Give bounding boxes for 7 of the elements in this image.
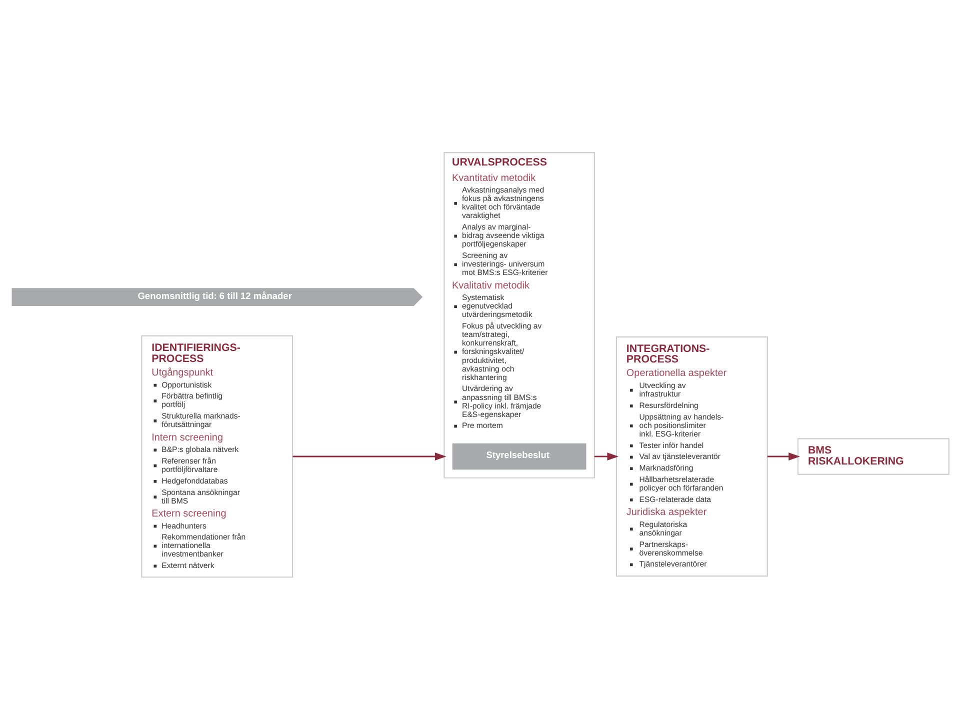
node-box: BMS RISKALLOKERING xyxy=(796,438,949,475)
arrow xyxy=(594,452,618,460)
arrow xyxy=(766,452,800,460)
node-box: Styrelsebeslut xyxy=(452,443,586,470)
arrow xyxy=(292,452,446,460)
node-box: INTEGRATIONS- PROCESS Operationella aspekter Utveckling av infrastruktur Resursfördelning Uppsättning av handels- och positionslimiter inkl. ESG-kriterier Tester inför handel Val av tjänsteleverantör Marknadsföring Hållbarhetsrelaterade policyer och förfaranden ESG-relaterade data Juridiska aspekter Regulatoriska ansökningar Partnerskaps- överenskommelse Tjänsteleverantörer xyxy=(615,336,768,577)
node-box: IDENTIFIERINGS- PROCESS Utgångspunkt Opportunistisk Förbättra befintlig portfölj Strukturella marknads- förutsättningar Intern screening B&P:s globala nätverk Referenser från portföljförvaltare Hedgefonddatabas Spontana ansökningar till BMS Extern screening Headhunters Rekommendationer från internationella investmentbanker Externt nätverk xyxy=(140,335,293,578)
